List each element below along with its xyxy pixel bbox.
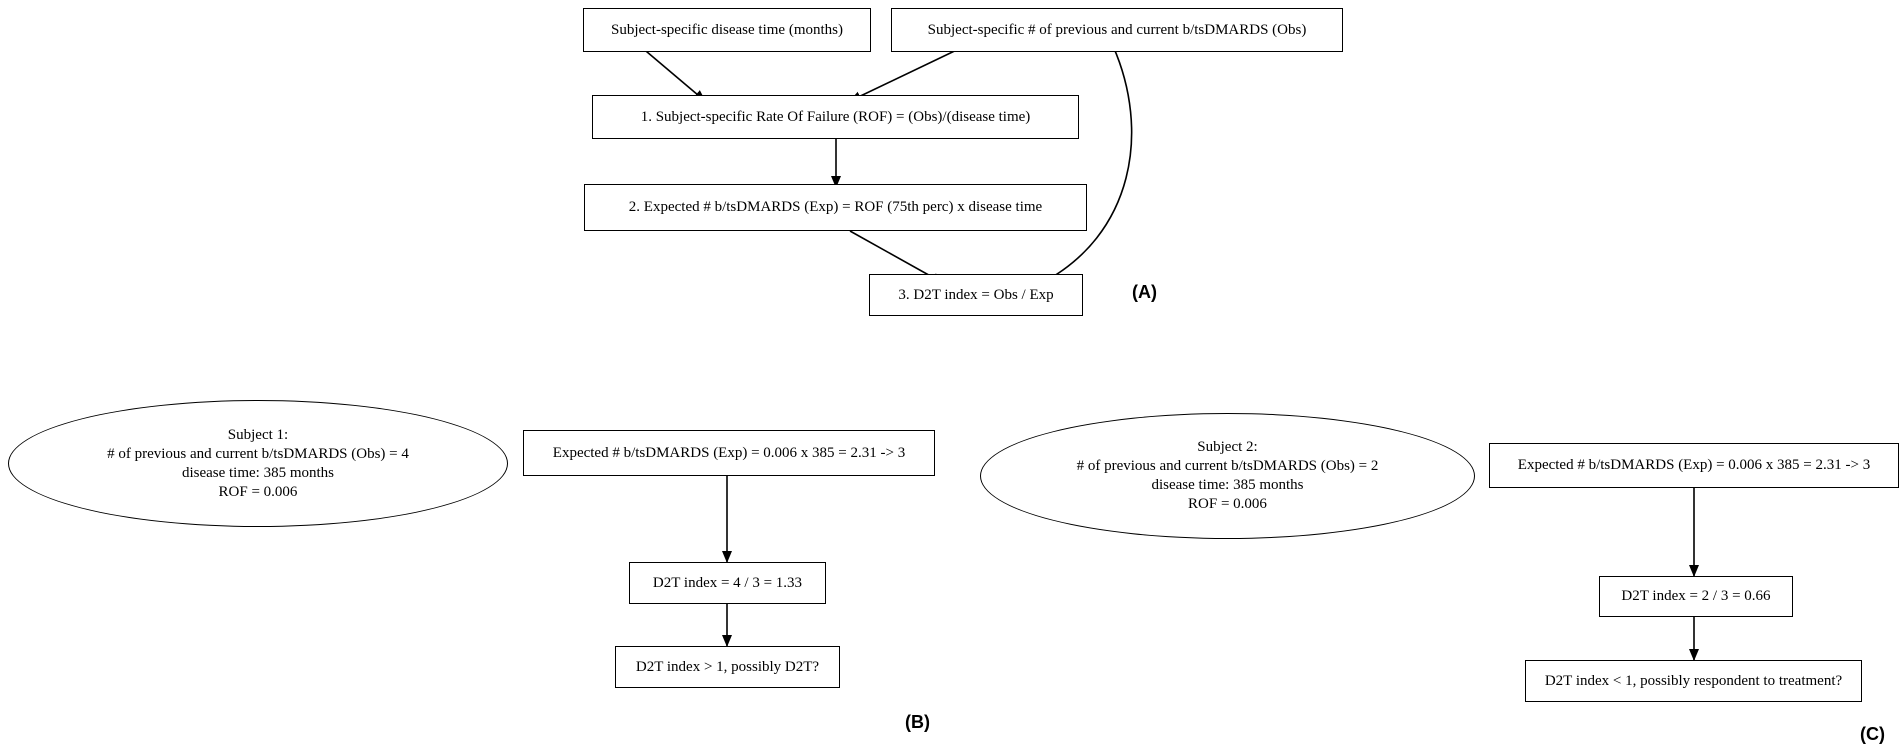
subject-2-line: Subject 2: (1197, 439, 1258, 455)
arrow-disease-time-to-rof (639, 45, 706, 102)
subject-1-line: # of previous and current b/tsDMARDS (Ob… (107, 445, 409, 462)
subject-1-node: Subject 1: # of previous and current b/t… (8, 400, 508, 527)
subject-2-node: Subject 2: # of previous and current b/t… (980, 413, 1475, 539)
subject-2-expected-node: Expected # b/tsDMARDS (Exp) = 0.006 x 38… (1489, 443, 1899, 488)
subject-1-expected-node: Expected # b/tsDMARDS (Exp) = 0.006 x 38… (523, 430, 935, 476)
obs-count-node: Subject-specific # of previous and curre… (891, 8, 1343, 52)
arrow-obs-to-rof (849, 45, 966, 102)
d2t-index-node: 3. D2T index = Obs / Exp (869, 274, 1083, 316)
subject-2-result-node: D2T index < 1, possibly respondent to tr… (1525, 660, 1862, 702)
subject-1-line: disease time: 385 months (181, 464, 335, 481)
expected-node: 2. Expected # b/tsDMARDS (Exp) = ROF (75… (584, 184, 1087, 231)
disease-time-node: Subject-specific disease time (months) (583, 8, 871, 52)
subject-2-line: # of previous and current b/tsDMARDS (Ob… (1076, 458, 1379, 474)
panel-label-a: (A) (1132, 282, 1157, 302)
subject-2-line: ROF = 0.006 (1188, 496, 1267, 512)
panel-label-c: (C) (1860, 724, 1885, 744)
arrow-obs-to-d2t (1039, 45, 1133, 285)
panel-label-b: (B) (905, 712, 930, 732)
rof-node: 1. Subject-specific Rate Of Failure (ROF… (592, 95, 1079, 139)
subject-1-d2t-node: D2T index = 4 / 3 = 1.33 (629, 562, 826, 604)
subject-2-line: disease time: 385 months (1151, 477, 1304, 493)
subject-2-d2t-node: D2T index = 2 / 3 = 0.66 (1599, 576, 1793, 617)
subject-1-line: Subject 1: (227, 426, 289, 443)
subject-1-result-node: D2T index > 1, possibly D2T? (615, 646, 840, 688)
subject-1-line: ROF = 0.006 (218, 483, 298, 500)
